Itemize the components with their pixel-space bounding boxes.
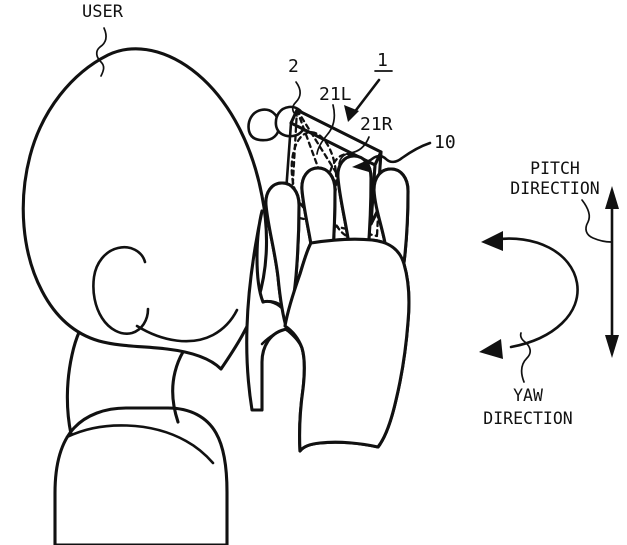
finger-index-front [264,181,301,332]
yaw-arrowhead-upper [481,231,503,251]
pitch-arrowhead-down [605,335,619,358]
leader-ref-2 [291,81,301,117]
yaw-direction-group: YAW DIRECTION [479,231,579,428]
ear-outline [92,245,150,335]
leader-ref-21L [316,104,336,155]
shoulder-contour-line [65,424,215,465]
yaw-arrow-curve [490,237,579,349]
label-yaw-line1: YAW [513,386,543,405]
leader-ref-10-arrowhead [352,159,370,172]
pitch-arrowhead-up [605,186,619,209]
label-pitch-line1: PITCH [530,159,580,178]
thumb-crease-lower [260,327,289,346]
thumb-web-line-front [285,328,304,350]
jaw-line [135,308,239,343]
label-user: USER [82,2,124,22]
leader-ref-1-arrowhead [344,105,359,122]
yaw-leader-line [519,332,531,383]
label-ref-21L: 21L [319,84,352,105]
leader-lines [291,78,432,172]
user-figure [21,27,269,545]
knuckle-bump-left [247,108,281,142]
reference-numerals: USER 2 1 21L 21R 10 [82,2,456,153]
hand-back-front [283,237,411,453]
label-ref-21R: 21R [360,114,393,135]
label-yaw-line2: DIRECTION [483,409,572,428]
label-pitch-line2: DIRECTION [510,179,599,198]
device-bottom-right-edge [369,210,379,226]
leader-ref-21R [338,136,370,165]
fingers-foreground [264,154,411,453]
yaw-arrowhead-lower [479,339,503,359]
pitch-leader-line [581,199,612,243]
label-ref-2: 2 [288,56,299,77]
label-ref-10: 10 [434,132,456,153]
user-leader-line [95,27,107,77]
pitch-direction-group: PITCH DIRECTION [510,159,619,358]
shoulder-outline [53,406,229,545]
head-outline [21,47,269,371]
label-ref-1: 1 [377,50,388,71]
device-hidden-diagonal-a [295,108,364,216]
device-hidden-right-vertical [375,150,383,238]
